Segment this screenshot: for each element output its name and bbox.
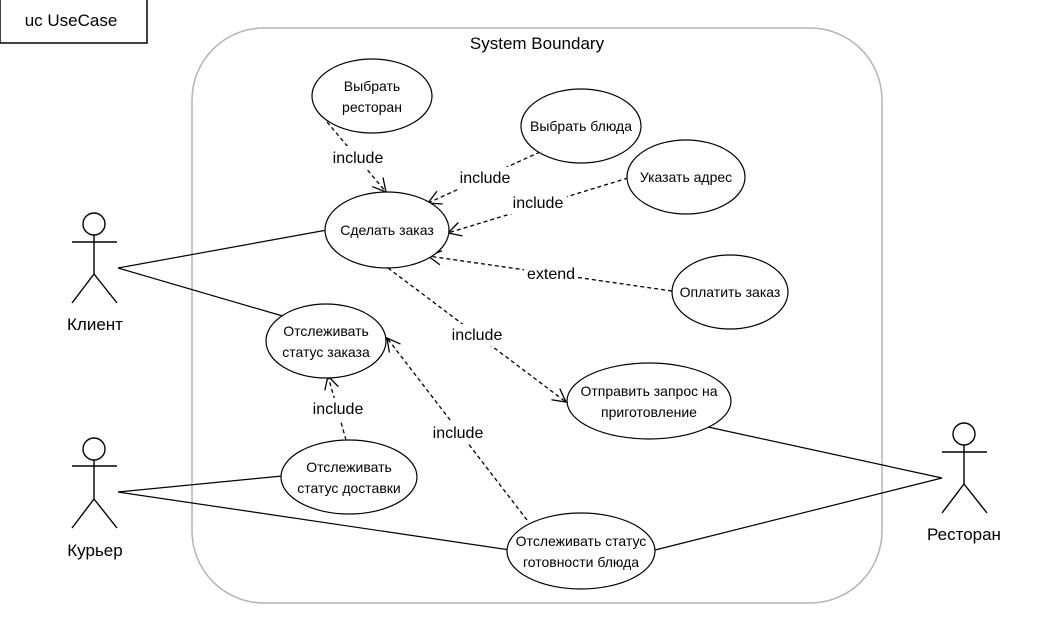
use-case-choose-restaurant[interactable]: Выбрать ресторан [311, 58, 433, 134]
use-case-label: Отправить запрос на [580, 383, 717, 399]
frame-label-box: uc UseCase [0, 0, 148, 44]
use-case-label: готовности блюда [523, 554, 639, 570]
include-label: include [460, 170, 511, 187]
use-case-specify-address[interactable]: Указать адрес [626, 139, 746, 215]
associations [117, 229, 943, 551]
use-case-pay-order[interactable]: Оплатить заказ [671, 254, 789, 330]
actor-label: Ресторан [927, 525, 1001, 544]
actor-restaurant[interactable]: Ресторан [927, 422, 1001, 544]
frame-label: uc UseCase [25, 11, 118, 30]
actor-client[interactable]: Клиент [67, 212, 123, 334]
actor-head-icon [82, 212, 106, 236]
use-case-label: Выбрать блюда [530, 118, 632, 134]
use-cases: Выбрать ресторан Выбрать блюда Указать а… [265, 58, 789, 590]
relation-labels: include include include extend include i… [309, 146, 578, 444]
association-client-track-order [117, 267, 287, 318]
use-case-label: Отслеживать [283, 323, 369, 339]
use-case-label: Сделать заказ [340, 222, 434, 238]
association-client-make-order [117, 229, 328, 269]
use-case-send-request[interactable]: Отправить запрос на приготовление [566, 362, 732, 440]
system-boundary-label: System Boundary [470, 34, 605, 53]
include-label: include [513, 195, 564, 212]
use-case-label: Оплатить заказ [680, 284, 781, 300]
association-courier-track-dish [117, 491, 511, 551]
use-case-track-dish[interactable]: Отслеживать статус готовности блюда [506, 512, 656, 590]
system-boundary: System Boundary [191, 27, 883, 604]
extend-label: extend [527, 266, 575, 283]
association-courier-track-delivery [117, 475, 283, 493]
use-case-track-order[interactable]: Отслеживать статус заказа [265, 303, 387, 379]
use-case-label: Выбрать [344, 78, 400, 94]
actor-head-icon [952, 422, 976, 446]
use-case-label: Указать адрес [640, 169, 732, 185]
actor-head-icon [82, 437, 106, 461]
extend-pay-order [426, 250, 673, 292]
use-case-label: статус доставки [297, 480, 400, 496]
include-label: include [313, 401, 364, 418]
use-case-label: приготовление [601, 404, 697, 420]
actor-courier[interactable]: Курьер [67, 437, 123, 560]
include-send-request [387, 267, 568, 403]
use-case-label: Отслеживать статус [516, 533, 647, 549]
use-case-label: Отслеживать [306, 459, 392, 475]
use-case-label: ресторан [342, 99, 402, 115]
include-label: include [452, 327, 503, 344]
use-case-label: статус заказа [282, 344, 370, 360]
association-restaurant-track-dish [654, 477, 943, 551]
use-case-track-delivery[interactable]: Отслеживать статус доставки [280, 439, 418, 515]
actor-label: Клиент [67, 315, 123, 334]
association-restaurant-send-request [707, 426, 943, 479]
include-label: include [333, 150, 384, 167]
use-case-make-order[interactable]: Сделать заказ [324, 191, 450, 269]
use-case-choose-dishes[interactable]: Выбрать блюда [520, 88, 642, 164]
actor-label: Курьер [67, 541, 122, 560]
include-label: include [433, 425, 484, 442]
